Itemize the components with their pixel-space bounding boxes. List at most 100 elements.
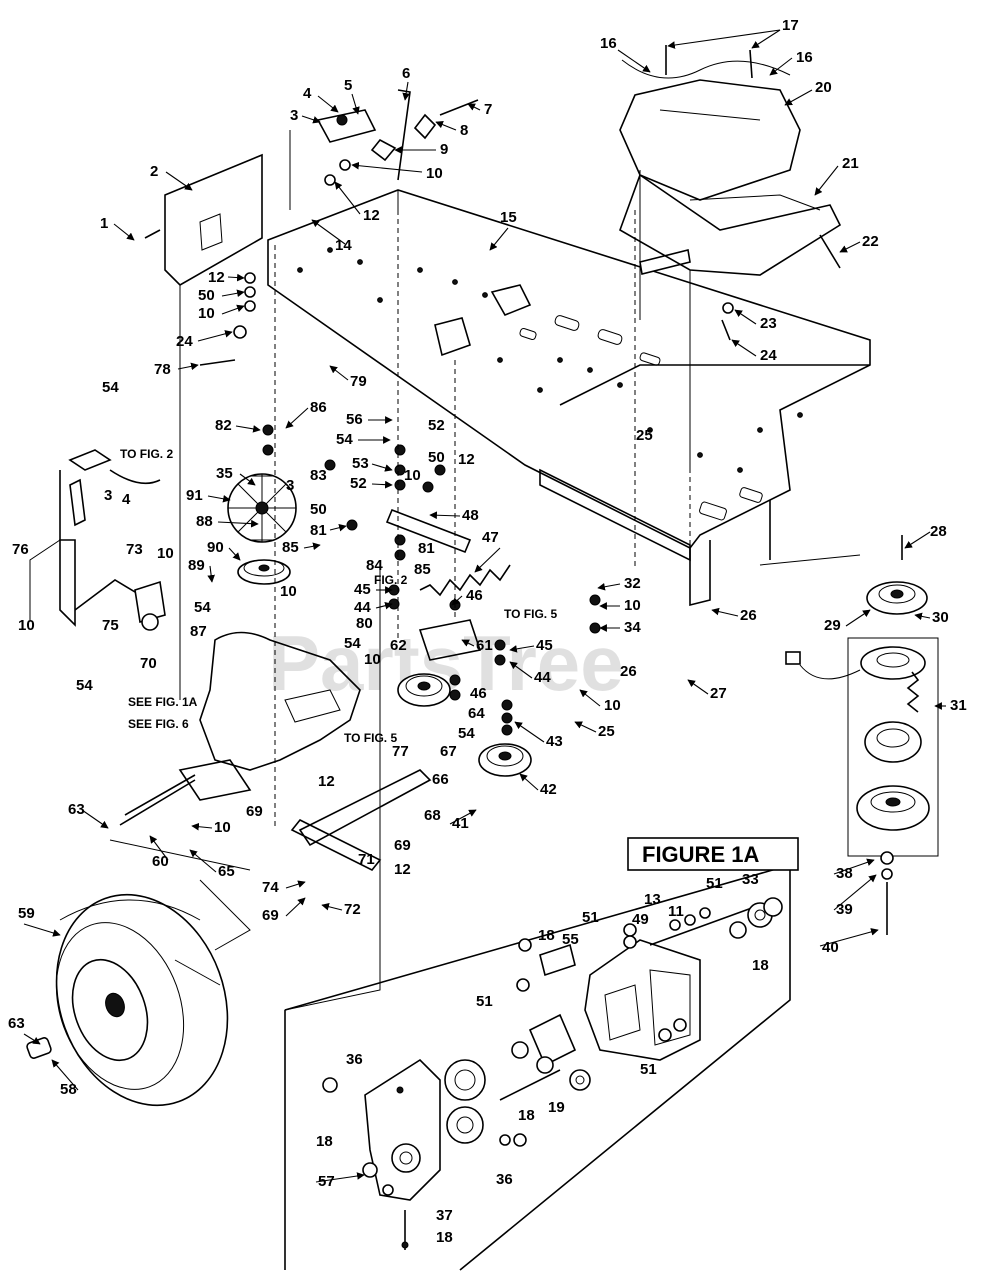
callout-78: 78 xyxy=(154,361,171,378)
callout-71: 71 xyxy=(358,851,375,868)
callout-80: 80 xyxy=(356,615,373,632)
callout-51-b: 51 xyxy=(582,909,599,926)
callout-4: 4 xyxy=(303,85,312,102)
callout-69: 69 xyxy=(246,803,263,820)
callout-87: 87 xyxy=(190,623,207,640)
callout-48: 48 xyxy=(462,507,479,524)
callout-55: 55 xyxy=(562,931,579,948)
callout-74: 74 xyxy=(262,879,279,896)
callout-17: 17 xyxy=(782,17,799,34)
callout-18-c: 18 xyxy=(316,1133,333,1150)
callout-10-f: 10 xyxy=(280,583,297,600)
callout-54-f: 54 xyxy=(458,725,475,742)
callout-19: 19 xyxy=(548,1099,565,1116)
callout-31: 31 xyxy=(950,697,967,714)
callout-18: 18 xyxy=(538,927,555,944)
callout-1: 1 xyxy=(100,215,108,232)
callout-10-i: 10 xyxy=(604,697,621,714)
callout-82: 82 xyxy=(215,417,232,434)
callout-36-b: 36 xyxy=(496,1171,513,1188)
callout-51-d: 51 xyxy=(640,1061,657,1078)
callout-25-b: 25 xyxy=(598,723,615,740)
callout-67: 67 xyxy=(440,743,457,760)
callout-46-b: 46 xyxy=(470,685,487,702)
callout-34: 34 xyxy=(624,619,641,636)
callout-50: 50 xyxy=(198,287,215,304)
figure-title-box xyxy=(627,837,799,871)
callout-42: 42 xyxy=(540,781,557,798)
callout-16: 16 xyxy=(600,35,617,52)
top-hardware xyxy=(144,45,841,366)
callout-85-b: 85 xyxy=(414,561,431,578)
callout-51-c: 51 xyxy=(476,993,493,1010)
callout-44: 44 xyxy=(354,599,371,616)
callout-69-b: 69 xyxy=(394,837,411,854)
callout-22: 22 xyxy=(862,233,879,250)
main-frame xyxy=(267,189,871,607)
guide-lines xyxy=(29,130,861,1270)
callout-72: 72 xyxy=(344,901,361,918)
callout-24-b: 24 xyxy=(176,333,193,350)
callout-20: 20 xyxy=(815,79,832,96)
callout-26-b: 26 xyxy=(620,663,637,680)
figure-references: TO FIG. 2 FIG. 2 TO FIG. 5 TO FIG. 5 SEE… xyxy=(120,447,557,745)
callout-4-b: 4 xyxy=(122,491,131,508)
callout-3: 3 xyxy=(290,107,298,124)
callout-81-b: 81 xyxy=(418,540,435,557)
callout-73: 73 xyxy=(126,541,143,558)
callout-12-b: 12 xyxy=(208,269,225,286)
left-plate-bracket xyxy=(164,153,263,286)
callout-28: 28 xyxy=(930,523,947,540)
ref-fig-2: FIG. 2 xyxy=(374,573,408,587)
callout-11: 11 xyxy=(668,903,684,920)
callout-32: 32 xyxy=(624,575,641,592)
callout-10-j: 10 xyxy=(214,819,231,836)
callout-18-b: 18 xyxy=(752,957,769,974)
callout-27: 27 xyxy=(710,685,727,702)
callout-59: 59 xyxy=(18,905,35,922)
callout-70: 70 xyxy=(140,655,157,672)
ref-see-fig-1a: SEE FIG. 1A xyxy=(128,695,198,709)
callout-79: 79 xyxy=(350,373,367,390)
callout-35: 35 xyxy=(216,465,233,482)
callout-14: 14 xyxy=(335,237,352,254)
callout-84: 84 xyxy=(366,557,383,574)
callout-9: 9 xyxy=(440,141,448,158)
rear-wheel xyxy=(26,893,229,1107)
callout-44-b: 44 xyxy=(534,669,551,686)
callout-60: 60 xyxy=(152,853,169,870)
callout-68: 68 xyxy=(424,807,441,824)
callout-65: 65 xyxy=(218,863,235,880)
leader-lines xyxy=(23,29,946,1183)
callout-3-b: 3 xyxy=(104,487,112,504)
callout-24: 24 xyxy=(760,347,777,364)
callout-81: 81 xyxy=(310,522,327,539)
callout-54-b: 54 xyxy=(336,431,353,448)
callout-62: 62 xyxy=(390,637,407,654)
callout-76: 76 xyxy=(12,541,29,558)
callout-43: 43 xyxy=(546,733,563,750)
callout-57: 57 xyxy=(318,1173,335,1190)
callout-52-b: 52 xyxy=(350,475,367,492)
callout-56: 56 xyxy=(346,411,363,428)
callout-21: 21 xyxy=(842,155,859,172)
callout-85: 85 xyxy=(282,539,299,556)
callout-3-c: 3 xyxy=(286,477,294,494)
callout-77: 77 xyxy=(392,743,409,760)
callout-51: 51 xyxy=(706,875,723,892)
callout-89: 89 xyxy=(188,557,205,574)
callout-10-b: 10 xyxy=(198,305,215,322)
callout-10: 10 xyxy=(426,165,443,182)
callout-54-c: 54 xyxy=(194,599,211,616)
ref-to-fig-5-b: TO FIG. 5 xyxy=(344,731,397,745)
callout-29: 29 xyxy=(824,617,841,634)
callout-10-c: 10 xyxy=(404,467,421,484)
callout-45: 45 xyxy=(354,581,371,598)
callout-10-g: 10 xyxy=(18,617,35,634)
callout-88: 88 xyxy=(196,513,213,530)
callout-90: 90 xyxy=(207,539,224,556)
callout-37: 37 xyxy=(436,1207,453,1224)
callout-12-d: 12 xyxy=(318,773,335,790)
callout-labels: 1 2 3 4 5 6 7 8 9 10 12 14 15 16 16 17 2… xyxy=(8,17,967,1246)
